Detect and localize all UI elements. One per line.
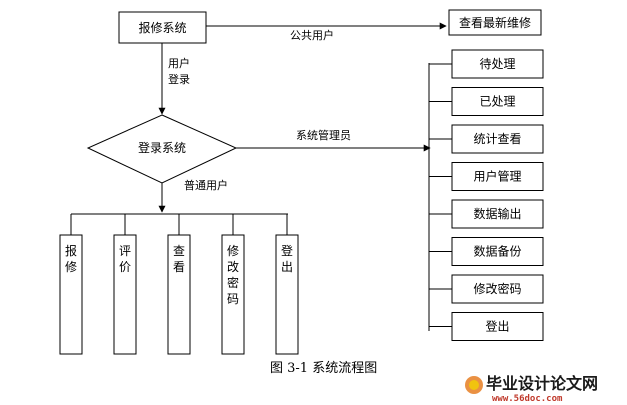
admin-menu-item: 数据输出: [429, 199, 544, 229]
admin-menu-item: 修改密码: [429, 274, 544, 304]
watermark: 毕业设计论文网 www.56doc.com: [465, 374, 598, 404]
user-menu-item: 修改密码: [221, 214, 245, 355]
user-item-label: 登出: [281, 243, 293, 274]
user-menu-group: 报修 评价 查看 修改密码 登出: [59, 213, 299, 355]
admin-item-box: [451, 162, 544, 191]
watermark-url: www.56doc.com: [492, 394, 563, 404]
user-menu-item: 报修: [59, 214, 83, 355]
repair-system-node: 报修系统: [118, 11, 207, 44]
user-item-box: [275, 234, 299, 355]
user-label: 用户: [168, 56, 190, 70]
admin-item-label: 修改密码: [473, 281, 521, 296]
admin-item-label: 登出: [485, 319, 509, 334]
admin-item-label: 待处理: [479, 57, 515, 71]
login-label: 登录: [168, 72, 190, 86]
admin-item-box: [451, 199, 544, 229]
admin-item-label: 已处理: [479, 95, 515, 109]
admin-menu-item: 统计查看: [429, 124, 544, 154]
figure-caption: 图 3-1 系统流程图: [270, 361, 377, 376]
admin-item-box: [451, 87, 544, 116]
admin-item-box: [451, 49, 544, 79]
user-item-label: 评价: [119, 244, 131, 274]
user-item-box: [167, 234, 191, 355]
repair-system-label: 报修系统: [138, 20, 186, 35]
admin-item-label: 数据输出: [473, 206, 521, 221]
user-item-label: 报修: [65, 243, 77, 274]
user-menu-item: 评价: [113, 214, 137, 355]
admin-item-box: [451, 274, 544, 304]
admin-menu-item: 待处理: [429, 49, 544, 79]
watermark-logo-icon: [465, 376, 483, 394]
view-latest-label: 查看最新维修: [459, 15, 531, 30]
admin-item-box: [451, 312, 544, 341]
admin-menu-item: 登出: [429, 312, 544, 341]
admin-menu-item: 数据备份: [429, 237, 544, 266]
login-system-label: 登录系统: [138, 140, 186, 155]
admin-item-box: [451, 124, 544, 154]
admin-item-label: 统计查看: [473, 132, 521, 146]
view-latest-node: 查看最新维修: [448, 9, 542, 36]
normal-user-label: 普通用户: [184, 178, 228, 192]
user-item-box: [221, 234, 245, 355]
watermark-title: 毕业设计论文网: [486, 374, 598, 393]
admin-item-box: [451, 237, 544, 266]
public-user-label: 公共用户: [290, 28, 334, 42]
admin-menu-item: 已处理: [429, 87, 544, 116]
user-menu-item: 查看: [167, 214, 191, 355]
admin-menu-item: 用户管理: [429, 162, 544, 191]
admin-label: 系统管理员: [296, 128, 351, 142]
user-item-box: [113, 234, 137, 355]
admin-item-label: 用户管理: [473, 169, 521, 184]
user-item-box: [59, 234, 83, 355]
user-menu-item: 登出: [275, 214, 299, 355]
user-item-label: 查看: [173, 244, 185, 274]
admin-item-label: 数据备份: [473, 244, 521, 259]
login-system-node: 登录系统: [86, 114, 238, 184]
user-item-label: 修改密码: [227, 243, 239, 306]
